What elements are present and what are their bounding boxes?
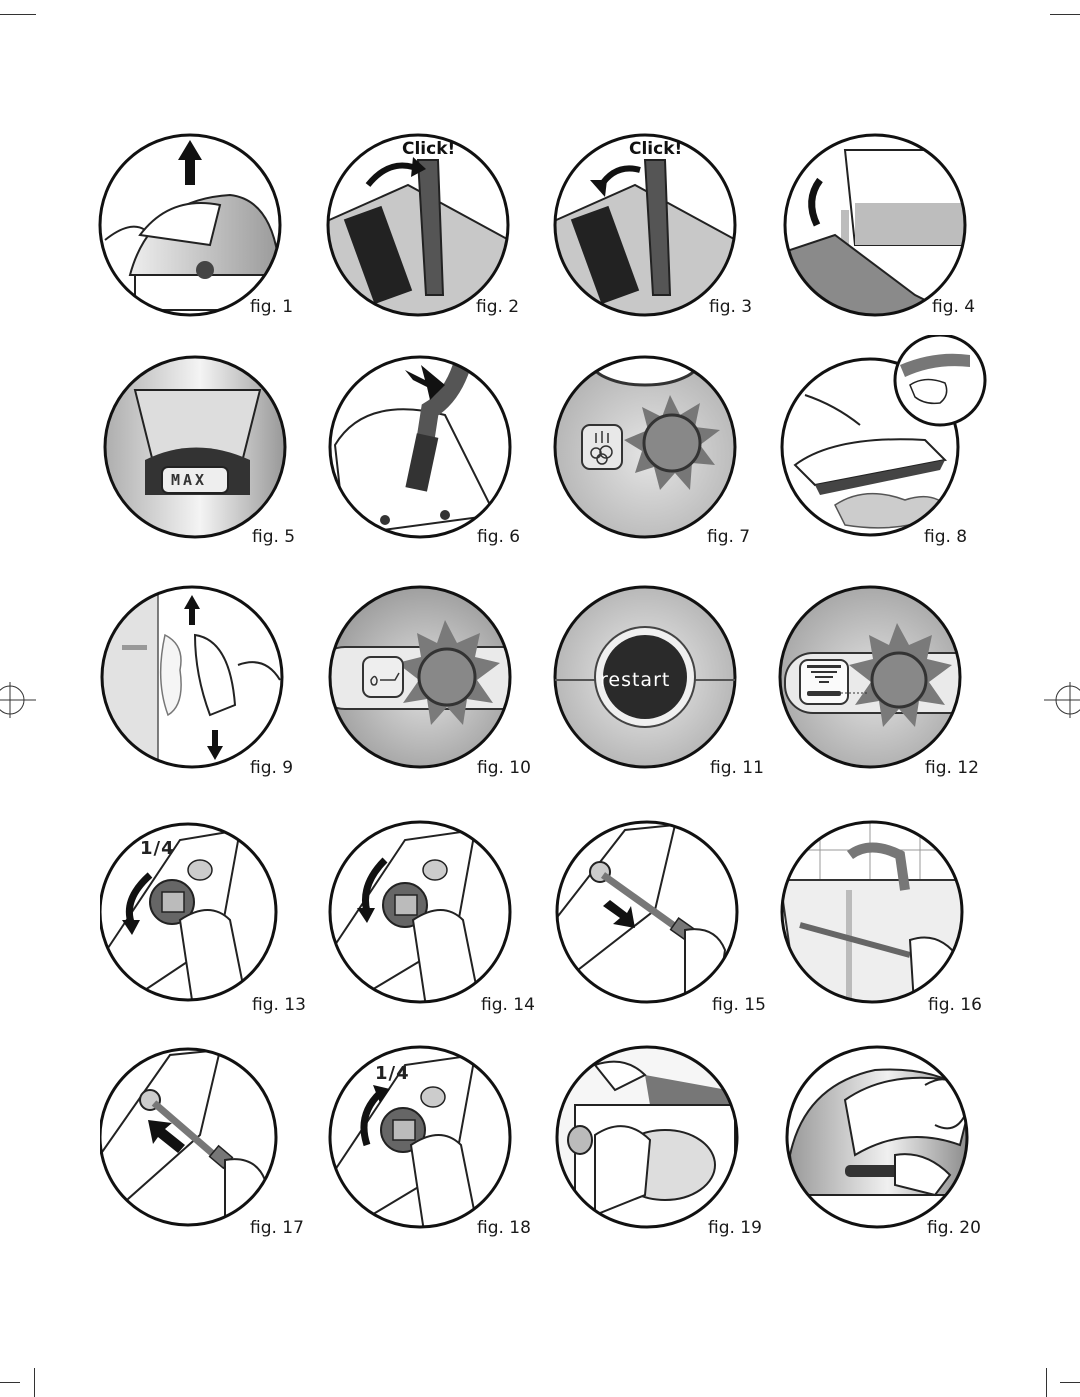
- registration-mark-right: [1044, 682, 1080, 718]
- figure-caption: fig. 16: [928, 995, 982, 1015]
- curved-arrow-icon: [365, 162, 414, 187]
- figure-caption: fig. 9: [250, 758, 294, 778]
- figure-caption: fig. 3: [709, 297, 753, 317]
- crop-mark-bottom-right-v: [1046, 1368, 1047, 1397]
- anti-scale-icon: [807, 665, 841, 696]
- unscrew-collector-illustration: [328, 820, 512, 1004]
- figure-caption: fig. 8: [924, 527, 968, 547]
- rinse-collector-illustration: [780, 820, 964, 1004]
- quarter-turn-label: 1/4: [375, 1063, 410, 1084]
- figure-4: fig. 4: [775, 125, 975, 325]
- screw-collector-illustration: [328, 1045, 512, 1229]
- figure-caption: fig. 6: [477, 527, 521, 547]
- figure-5: MAX fig. 5: [100, 355, 300, 555]
- figure-7: fig. 7: [550, 355, 750, 555]
- figure-6: fig. 6: [325, 355, 525, 555]
- curved-arrow-icon: [362, 857, 388, 913]
- figure-13: 1/4 fig. 13: [100, 820, 306, 1020]
- figure-16: fig. 16: [780, 820, 982, 1020]
- restart-label: restart: [600, 669, 671, 691]
- curved-arrow-icon: [808, 177, 823, 227]
- restart-button-illustration: [553, 585, 737, 769]
- figure-caption: fig. 4: [932, 297, 976, 317]
- water-tank-icon: [370, 672, 400, 686]
- crop-mark-top-left: [0, 14, 36, 15]
- figure-caption: fig. 14: [481, 995, 535, 1015]
- figure-caption: fig. 12: [925, 758, 979, 778]
- figure-caption: fig. 5: [252, 527, 296, 547]
- click-label: Click!: [402, 139, 456, 159]
- crop-mark-bottom-left-v: [34, 1368, 35, 1397]
- figure-2: Click! fig. 2: [318, 125, 520, 325]
- figure-8: fig. 8: [775, 335, 987, 547]
- crop-mark-top-right: [1050, 14, 1080, 15]
- insert-collector-illustration: [100, 1047, 278, 1227]
- up-arrow-icon: [184, 595, 200, 625]
- iron-lift-illustration: [98, 133, 282, 317]
- figure-17: fig. 17: [100, 1045, 304, 1245]
- figure-caption: fig. 20: [927, 1218, 981, 1238]
- figure-3: Click! fig. 3: [545, 125, 752, 325]
- figure-caption: fig. 17: [250, 1218, 304, 1238]
- hose-connection-illustration: [328, 355, 512, 539]
- max-level-label: MAX: [171, 471, 208, 489]
- crop-mark-bottom-right-h: [1060, 1382, 1080, 1383]
- click-label: Click!: [629, 139, 683, 159]
- figure-15: fig. 15: [555, 820, 766, 1020]
- figure-caption: fig. 19: [708, 1218, 762, 1238]
- figure-1: fig. 1: [90, 125, 294, 325]
- figure-18: 1/4 fig. 18: [325, 1045, 531, 1245]
- figure-caption: fig. 7: [707, 527, 751, 547]
- registration-mark-left: [0, 682, 36, 718]
- figure-9: fig. 9: [100, 585, 300, 785]
- water-tank-handle-illustration: [326, 133, 510, 317]
- empty-water-light-illustration: [328, 585, 512, 769]
- up-arrow-icon: [178, 140, 202, 185]
- down-arrow-icon: [207, 730, 223, 760]
- figure-19: fig. 19: [555, 1045, 762, 1245]
- figure-20: fig. 20: [785, 1045, 985, 1245]
- water-tank-max-level-illustration: [103, 355, 287, 539]
- up-left-arrow-icon: [148, 1120, 185, 1153]
- figure-caption: fig. 18: [477, 1218, 531, 1238]
- crop-mark-bottom-left-h: [0, 1382, 20, 1383]
- anti-scale-light-illustration: [778, 585, 962, 769]
- quarter-turn-label: 1/4: [140, 838, 175, 859]
- down-right-arrow-icon: [405, 365, 445, 400]
- steam-ready-light-illustration: [553, 355, 737, 539]
- water-tank-handle-close-illustration: [553, 133, 737, 317]
- cord-storage-illustration: [555, 1045, 739, 1229]
- steam-icon: [590, 431, 613, 465]
- unscrew-collector-illustration: [100, 822, 278, 1002]
- fill-water-jug-illustration: [783, 133, 967, 317]
- iron-steam-trigger-illustration: [780, 335, 987, 537]
- right-down-arrow-icon: [603, 900, 635, 928]
- figure-10: fig. 10: [325, 585, 531, 785]
- figure-caption: fig. 13: [252, 995, 306, 1015]
- figure-11: restart fig. 11: [550, 585, 764, 785]
- figure-12: fig. 12: [775, 585, 979, 785]
- vertical-steaming-illustration: [100, 585, 284, 769]
- figure-caption: fig. 10: [477, 758, 531, 778]
- figure-caption: fig. 1: [250, 297, 294, 317]
- figure-14: fig. 14: [325, 820, 535, 1020]
- figure-caption: fig. 11: [710, 758, 764, 778]
- restart-button: [603, 635, 687, 719]
- figure-caption: fig. 2: [476, 297, 520, 317]
- carry-generator-illustration: [785, 1045, 969, 1229]
- remove-collector-illustration: [555, 820, 739, 1004]
- figure-caption: fig. 15: [712, 995, 766, 1015]
- curved-arrow-icon: [360, 1090, 383, 1147]
